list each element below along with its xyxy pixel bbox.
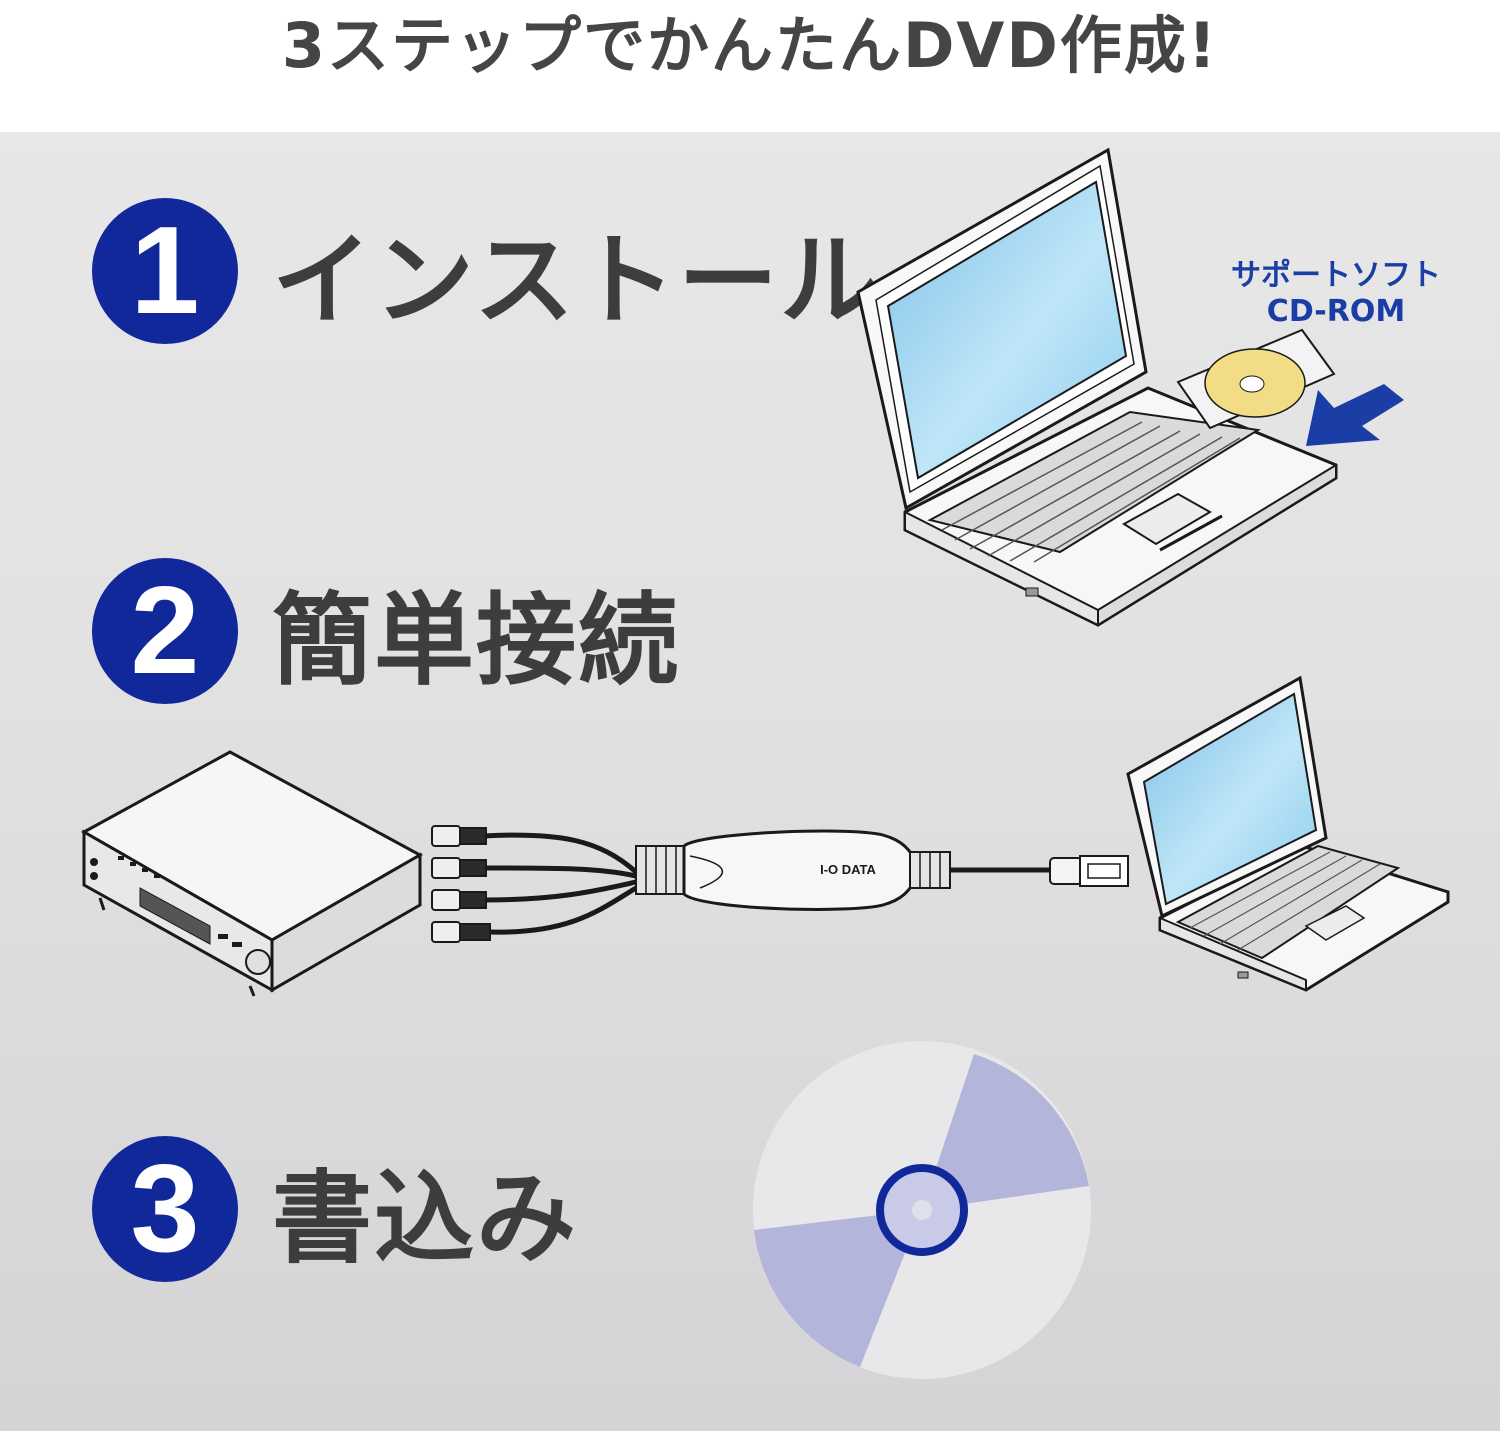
- step-install: 1 インストール: [92, 198, 882, 344]
- dvd-disc-icon: [753, 1041, 1091, 1379]
- step-write: 3 書込み: [92, 1136, 578, 1282]
- step-number-badge: 1: [92, 198, 238, 344]
- cd-rom-label-line1: サポートソフト: [1231, 258, 1441, 293]
- header: 3ステップでかんたんDVD作成!: [0, 0, 1500, 132]
- step-number-badge: 3: [92, 1136, 238, 1282]
- step-number-badge: 2: [92, 558, 238, 704]
- step-label: 簡単接続: [272, 581, 680, 699]
- step-label: インストール: [272, 221, 882, 339]
- cd-rom-label: サポートソフト CD-ROM: [1210, 258, 1462, 330]
- step-connect: 2 簡単接続: [92, 558, 680, 704]
- step-label: 書込み: [272, 1159, 578, 1277]
- device-brand: I-O DATA: [820, 862, 876, 877]
- page-title: 3ステップでかんたんDVD作成!: [281, 9, 1219, 82]
- cd-rom-label-line2: CD-ROM: [1266, 294, 1406, 329]
